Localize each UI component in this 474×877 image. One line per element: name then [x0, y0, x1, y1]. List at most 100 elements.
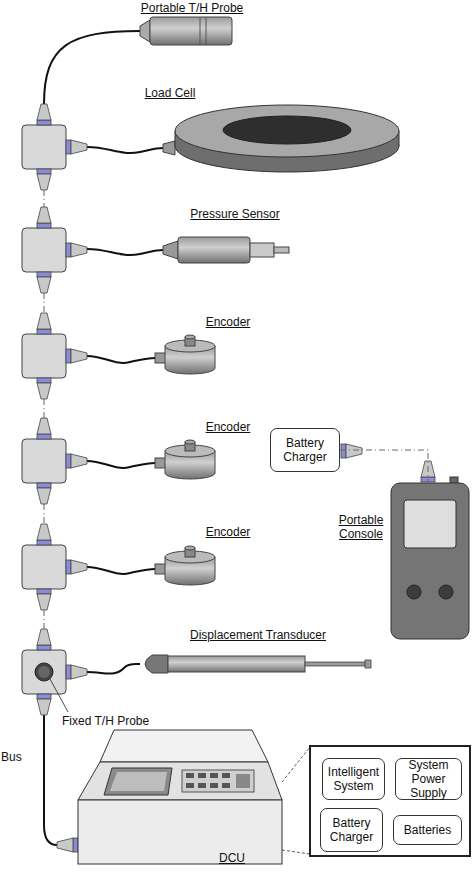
portable-console: Portable Console: [390, 482, 470, 640]
fixed-th-probe: [35, 663, 68, 712]
part-label: Displacement Transducer: [168, 628, 348, 642]
fixed-th-probe: [50, 679, 68, 712]
cable: [87, 461, 155, 468]
cable: [87, 249, 163, 255]
dcu: [78, 800, 282, 864]
cable-glands: [66, 454, 87, 468]
console-body: [391, 483, 469, 639]
console-screen: [404, 500, 456, 548]
cable-glands: [37, 104, 51, 125]
dcu: [222, 783, 230, 788]
cable-glands: [66, 665, 87, 679]
dash-dot-link: [340, 450, 428, 482]
dcu: [78, 762, 282, 800]
pressure-sensor: [163, 237, 289, 263]
dcu: [210, 773, 218, 778]
cable-glands: [37, 589, 51, 610]
junction-box: [22, 650, 66, 694]
module-box: Battery Charger: [320, 808, 383, 852]
dcu: [282, 850, 310, 854]
encoder: [185, 546, 195, 550]
module-box: System Power Supply: [395, 758, 462, 800]
th-probe: [150, 17, 232, 45]
dcu: [100, 730, 268, 762]
bus-link: [44, 399, 45, 418]
cable-glands: [66, 349, 87, 363]
box-label: Battery Charger: [323, 816, 380, 844]
pressure-sensor: [163, 241, 178, 259]
box-label: Battery Charger: [273, 436, 337, 464]
bus-link: [44, 190, 45, 207]
dcu: [110, 772, 167, 791]
dcu: [198, 783, 206, 788]
cable-glands: [37, 694, 51, 715]
dcu: [78, 730, 470, 864]
box-label: System Power Supply: [398, 758, 459, 800]
part-label: Encoder: [188, 315, 268, 329]
th-probe: [140, 17, 232, 45]
part-label: Encoder: [188, 525, 268, 539]
cable-glands: [37, 378, 51, 399]
cable-glands: [37, 524, 51, 545]
displacement-transducer: [365, 660, 371, 668]
dcu: [310, 746, 470, 856]
cable-glands: [341, 444, 362, 458]
junction-box: [22, 228, 66, 272]
encoder: [155, 546, 215, 585]
charger-box: Battery Charger: [270, 428, 340, 472]
encoder: [185, 440, 195, 444]
part-label: Pressure Sensor: [175, 207, 295, 221]
cable: [44, 31, 140, 104]
part-label: DCU: [202, 851, 262, 865]
fixed-th-probe: [35, 663, 53, 681]
part-label: Portable T/H Probe: [122, 1, 262, 15]
module-box: Intelligent System: [322, 758, 385, 800]
device-label: Portable Console: [334, 513, 388, 541]
cable: [87, 664, 140, 674]
cable: [87, 147, 163, 153]
cable: [44, 715, 57, 845]
console-key: [407, 585, 421, 599]
load-cell: [163, 141, 175, 155]
cable: [87, 356, 155, 363]
cable-glands: [66, 560, 87, 574]
load-cell: [175, 105, 399, 157]
junction-box: [22, 125, 66, 694]
dcu: [186, 783, 194, 788]
cable-glands: [37, 629, 51, 650]
displacement-transducer: [145, 655, 168, 673]
junction-box: [22, 125, 66, 169]
dcu: [282, 747, 310, 782]
displacement-transducer: [145, 655, 371, 673]
cable-glands: [37, 104, 435, 852]
displacement-transducer: [168, 656, 305, 672]
module-box: Batteries: [393, 815, 462, 845]
box-label: Batteries: [404, 823, 451, 837]
dcu: [222, 773, 230, 778]
pressure-sensor: [178, 237, 250, 263]
pressure-sensor: [274, 247, 289, 253]
cable-glands: [37, 418, 51, 439]
part-label: Encoder: [188, 420, 268, 434]
bus-link: [44, 504, 45, 524]
console-key: [439, 585, 453, 599]
cable-glands: [37, 207, 51, 228]
cable-glands: [37, 169, 51, 190]
cable-glands: [66, 243, 87, 257]
cable-glands: [57, 838, 78, 852]
console-outline: [390, 482, 470, 640]
displacement-transducer: [305, 662, 365, 666]
th-probe: [206, 17, 207, 45]
box-label: Intelligent System: [325, 765, 382, 793]
encoder: [155, 335, 215, 374]
part-label: Bus: [1, 750, 41, 764]
th-probe: [200, 17, 201, 45]
dcu: [104, 768, 172, 795]
junction-box: [22, 439, 66, 483]
pressure-sensor: [250, 243, 274, 257]
encoder: [185, 335, 195, 339]
fixed-th-probe: [38, 666, 50, 678]
